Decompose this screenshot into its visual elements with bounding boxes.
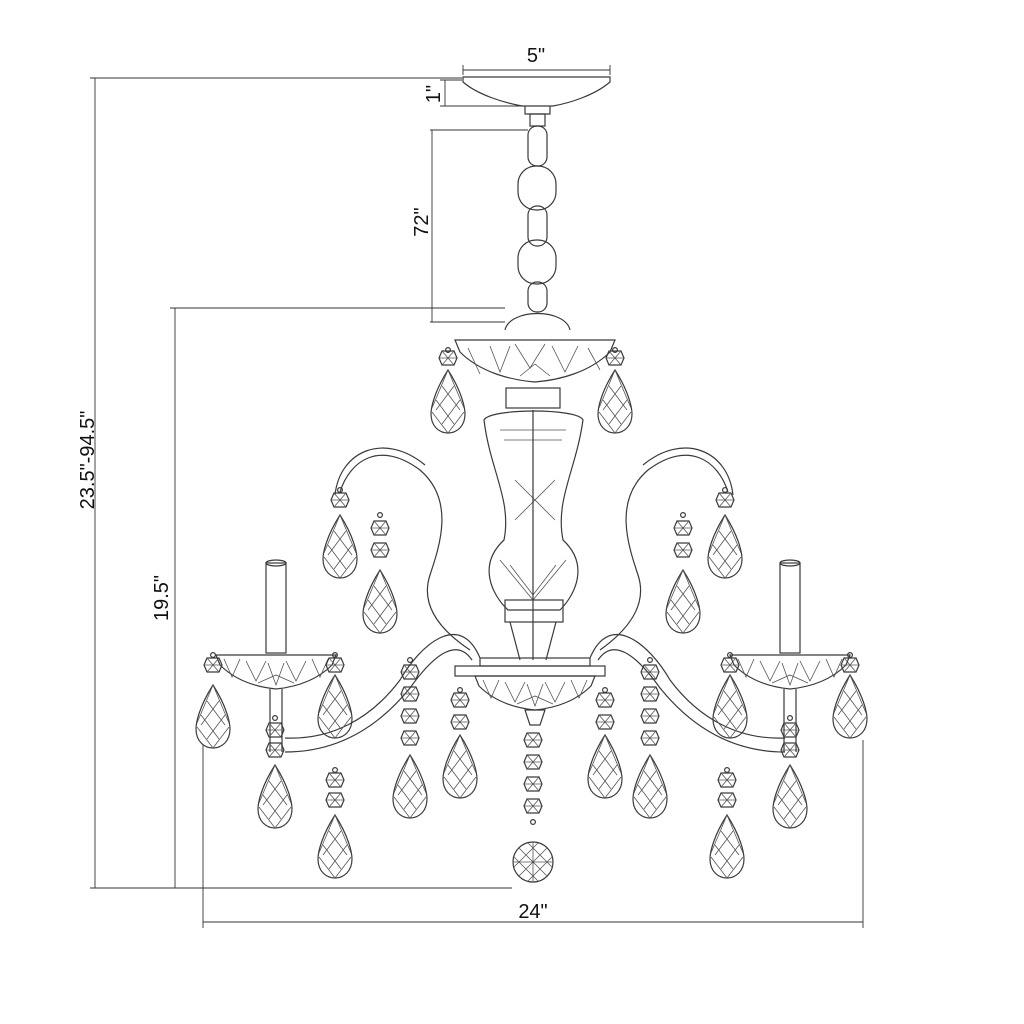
central-column <box>483 387 584 661</box>
overall-width-label: 24" <box>518 901 547 923</box>
top-bowl <box>454 339 616 383</box>
canopy-width-label: 5" <box>527 45 545 67</box>
overall-height-label: 23.5"-94.5" <box>77 411 99 510</box>
canopy-height-label: 1" <box>423 85 445 103</box>
dimension-lines <box>90 65 864 928</box>
center-bowl <box>454 657 606 726</box>
crystal-pendants <box>195 347 868 883</box>
chain-length-label: 72" <box>411 207 433 236</box>
lower-arms <box>284 634 786 753</box>
left-candle <box>215 559 337 752</box>
body-height-label: 19.5" <box>151 575 173 621</box>
right-candle <box>729 559 851 752</box>
canopy <box>462 76 611 127</box>
chain <box>504 125 571 331</box>
upper-arms <box>334 447 734 651</box>
